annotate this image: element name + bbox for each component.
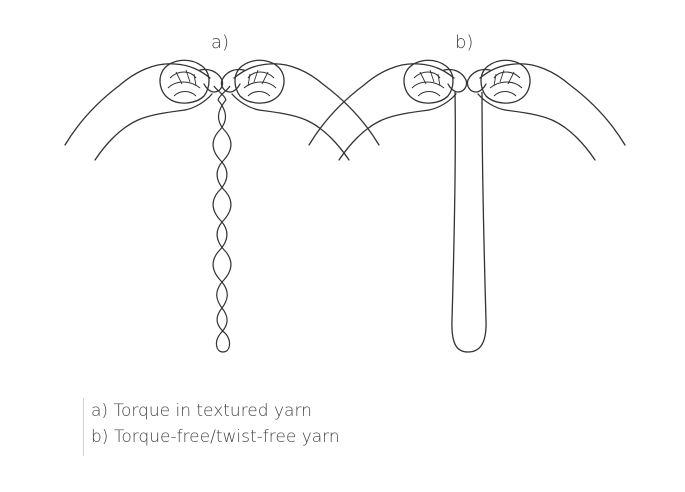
caption-line-a: a) Torque in textured yarn bbox=[91, 401, 312, 421]
hand-right-a-icon bbox=[220, 59, 380, 161]
panel-a bbox=[64, 59, 380, 353]
panel-b bbox=[308, 59, 626, 353]
hand-left-b-icon bbox=[308, 59, 468, 161]
figure-caption: a) Torque in textured yarn b) Torque-fre… bbox=[83, 398, 643, 456]
twisted-strand-2 bbox=[216, 99, 232, 335]
hand-right-b-icon bbox=[466, 59, 626, 161]
caption-line-b: b) Torque-free/twist-free yarn bbox=[91, 427, 340, 447]
panel-a-label: a) bbox=[211, 32, 230, 53]
panel-b-label: b) bbox=[455, 32, 474, 53]
untwisted-yarn-loop bbox=[451, 91, 487, 353]
twisted-strand-1 bbox=[212, 99, 228, 335]
yarn-illustration bbox=[64, 59, 626, 353]
hand-left-a-icon bbox=[64, 59, 224, 161]
